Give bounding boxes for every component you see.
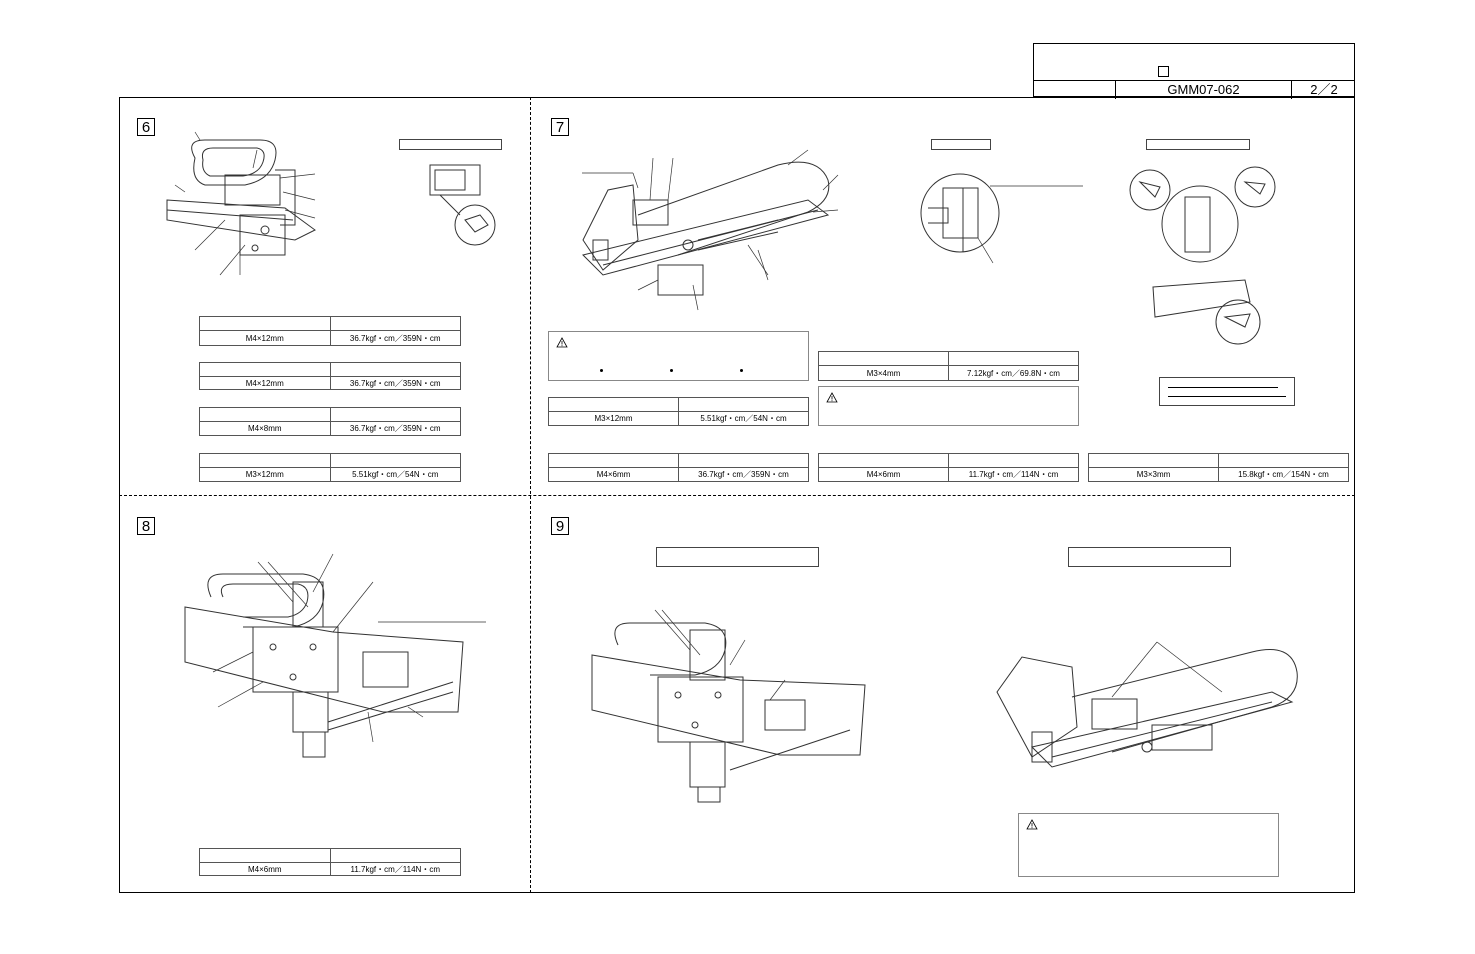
step-7-spec-table-2: M4×6mm 36.7kgf・cm／359N・cm [548,453,809,482]
torque-value: 11.7kgf・cm／114N・cm [968,470,1059,479]
step-7-caution-note [548,331,809,381]
step-6-spec-table-4: M3×12mm 5.51kgf・cm／54N・cm [199,453,461,482]
bolt-size: M4×6mm [200,863,331,875]
step-7-caution-note-2 [818,386,1079,426]
step-6-number: 6 [137,118,155,136]
torque-value: 15.8kgf・cm／154N・cm [1238,470,1329,479]
step-7-spec-table-4: M4×6mm 11.7kgf・cm／114N・cm [818,453,1079,482]
step-9-actuator-illustration-2 [992,637,1312,777]
step-7-number: 7 [551,118,569,136]
torque-value: 36.7kgf・cm／359N・cm [698,470,789,479]
torque-value: 36.7kgf・cm／359N・cm [349,333,441,343]
step-6-spec-table-3: M4×8mm 36.7kgf・cm／359N・cm [199,407,461,436]
step-8-number: 8 [137,517,155,535]
bolt-size: M4×6mm [549,468,679,481]
title-block-blank-cell [1034,81,1116,99]
title-block: GMM07-062 2／2 [1033,43,1355,99]
bullet-dot [600,369,603,372]
step-7-caption-box-2 [1146,139,1250,150]
step-7-caption-box-1 [931,139,991,150]
step-7-actuator-illustration [578,140,848,310]
doc-number: GMM07-062 [1116,81,1292,99]
step-7-detail-illustration-1 [918,168,1088,268]
step-9-caption-box-2 [1068,547,1231,567]
step-7-spec-table-1: M3×12mm 5.51kgf・cm／54N・cm [548,397,809,426]
title-block-row: GMM07-062 2／2 [1034,80,1354,99]
warning-triangle-icon [1026,819,1038,830]
torque-value: 5.51kgf・cm／54N・cm [352,470,439,479]
step-6-actuator-illustration [165,130,330,280]
torque-value: 7.12kgf・cm／69.8N・cm [967,368,1060,378]
step-7-caption-box-3 [1159,377,1295,406]
bolt-size: M3×12mm [200,468,331,481]
step-9-caution-note [1018,813,1279,877]
torque-value: 36.7kgf・cm／359N・cm [349,424,441,433]
bolt-size: M4×6mm [819,468,949,481]
step-9-actuator-illustration-1 [590,605,880,805]
bolt-size: M4×12mm [200,331,331,345]
step-7-detail-illustration-2 [1125,162,1280,347]
page-number: 2／2 [1310,82,1338,97]
step-6-spec-table-2: M4×12mm 36.7kgf・cm／359N・cm [199,362,461,390]
step-8-spec-table: M4×6mm 11.7kgf・cm／114N・cm [199,848,461,876]
step-6-detail-illustration [420,160,500,245]
torque-value: 36.7kgf・cm／359N・cm [349,378,441,388]
bullet-dot [740,369,743,372]
warning-triangle-icon [826,392,838,403]
warning-triangle-icon [556,337,568,348]
horizontal-divider [119,495,1355,496]
torque-value: 5.51kgf・cm／54N・cm [700,414,787,423]
step-7-spec-table-3: M3×4mm 7.12kgf・cm／69.8N・cm [818,351,1079,381]
bolt-size: M3×12mm [549,412,679,425]
bolt-size: M4×8mm [200,422,331,435]
step-6-caption-box [399,139,502,150]
step-7-spec-table-5: M3×3mm 15.8kgf・cm／154N・cm [1088,453,1349,482]
checkbox-icon [1158,66,1169,77]
step-6-spec-table-1: M4×12mm 36.7kgf・cm／359N・cm [199,316,461,346]
bolt-size: M3×4mm [819,366,949,380]
torque-value: 11.7kgf・cm／114N・cm [350,864,440,874]
bullet-dot [670,369,673,372]
bolt-size: M3×3mm [1089,468,1219,481]
step-8-actuator-illustration [183,552,493,767]
step-9-number: 9 [551,517,569,535]
bolt-size: M4×12mm [200,377,331,389]
step-9-caption-box-1 [656,547,819,567]
